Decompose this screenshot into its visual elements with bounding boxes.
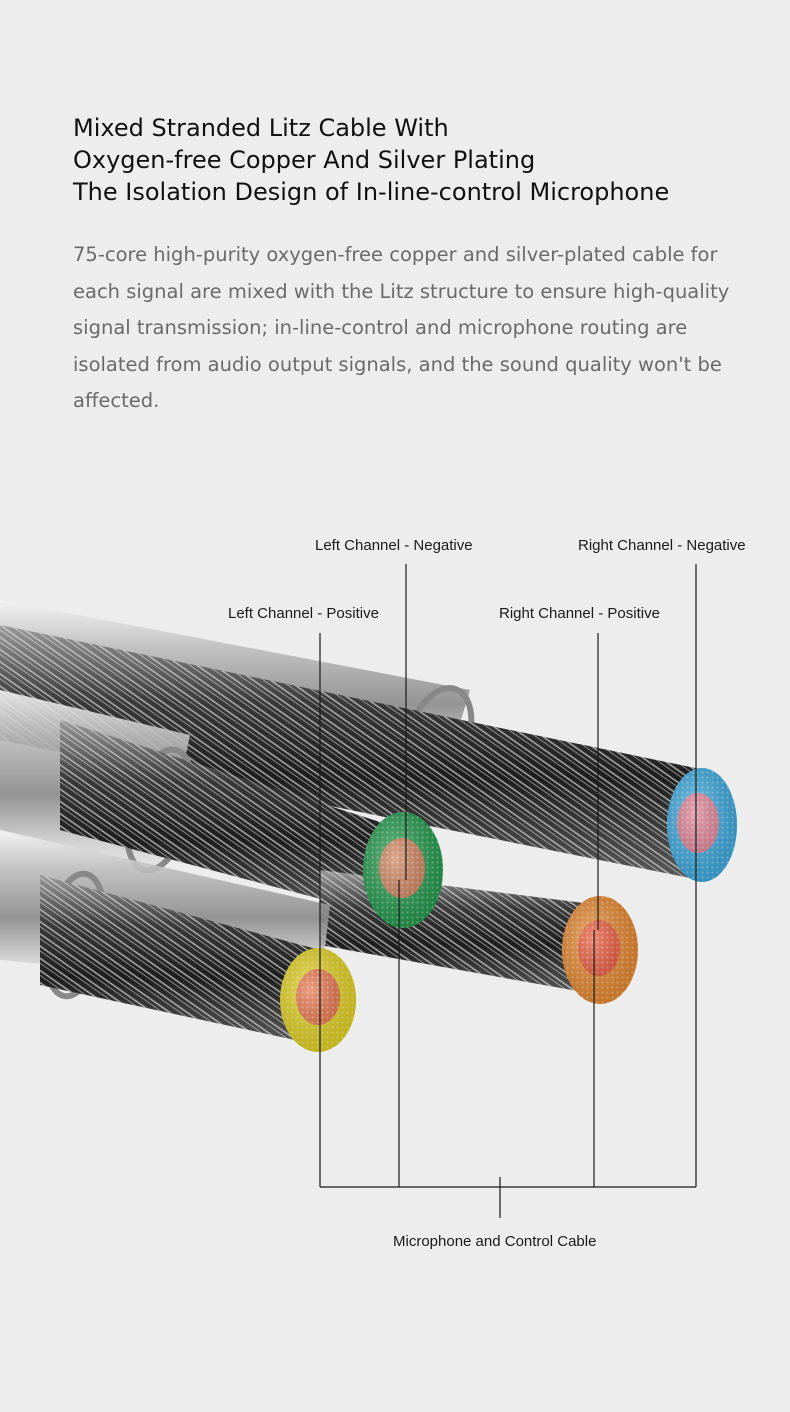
cable-cross-section-illustration <box>0 564 737 1218</box>
label-microphone-control-cable: Microphone and Control Cable <box>393 1233 597 1250</box>
core-right-negative <box>667 768 737 882</box>
cable-right-negative <box>0 600 705 880</box>
title-line-2: Oxygen-free Copper And Silver Plating <box>73 146 536 174</box>
label-left-channel-negative: Left Channel - Negative <box>315 537 473 554</box>
label-right-channel-positive: Right Channel - Positive <box>499 605 660 622</box>
cable-left-positive <box>0 830 330 1045</box>
description-text: 75-core high-purity oxygen-free copper a… <box>73 243 730 412</box>
core-right-positive <box>562 896 638 1004</box>
title-line-1: Mixed Stranded Litz Cable With <box>73 114 449 142</box>
core-left-negative <box>363 812 443 928</box>
cable-left-negative <box>0 690 405 920</box>
page-title: Mixed Stranded Litz Cable With Oxygen-fr… <box>73 112 753 208</box>
title-line-3: The Isolation Design of In-line-control … <box>73 178 670 206</box>
leader-lines <box>319 564 697 1218</box>
core-left-positive <box>280 948 356 1052</box>
label-right-channel-negative: Right Channel - Negative <box>578 537 746 554</box>
label-left-channel-positive: Left Channel - Positive <box>228 605 379 622</box>
cable-right-positive <box>320 870 600 995</box>
